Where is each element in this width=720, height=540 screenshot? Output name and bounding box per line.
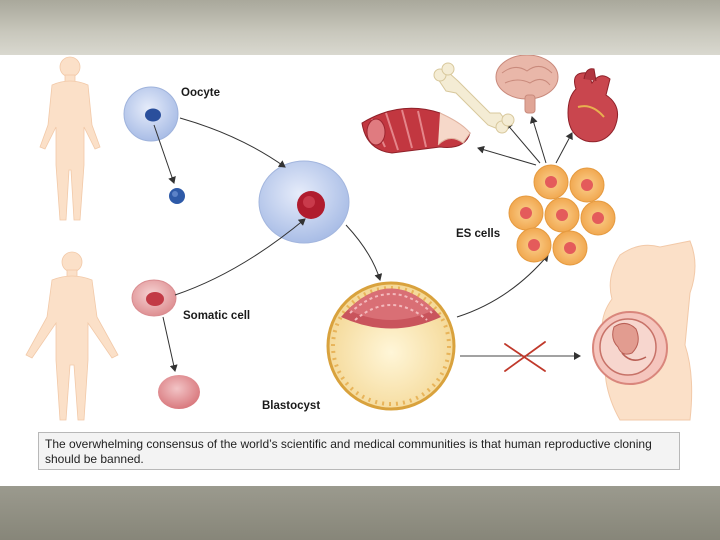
- blastocyst: [328, 283, 454, 409]
- brain-icon: [496, 55, 558, 113]
- oocyte-label: Oocyte: [181, 87, 220, 99]
- oocyte-nucleus-small: [169, 188, 185, 204]
- es-cells-label: ES cells: [456, 228, 500, 240]
- muscle-icon: [362, 108, 470, 153]
- slide: Oocyte Somatic cell Blastocyst ES cells …: [0, 55, 720, 486]
- oocyte-cell: [124, 87, 178, 141]
- human-figure-icon: [26, 252, 118, 420]
- somatic-cell-body: [158, 375, 200, 409]
- pregnant-woman-icon: [593, 241, 695, 420]
- diagram: [0, 55, 720, 486]
- heart-icon: [568, 69, 618, 142]
- reconstructed-egg: [259, 161, 349, 243]
- somatic-cell-label: Somatic cell: [183, 310, 250, 322]
- bottom-band: [0, 486, 720, 540]
- es-cells-cluster: [509, 165, 615, 265]
- somatic-cell: [132, 280, 176, 316]
- human-figure-icon: [40, 57, 100, 220]
- caption-box: The overwhelming consensus of the world’…: [38, 432, 680, 470]
- blastocyst-label: Blastocyst: [262, 400, 320, 412]
- top-band: [0, 0, 720, 55]
